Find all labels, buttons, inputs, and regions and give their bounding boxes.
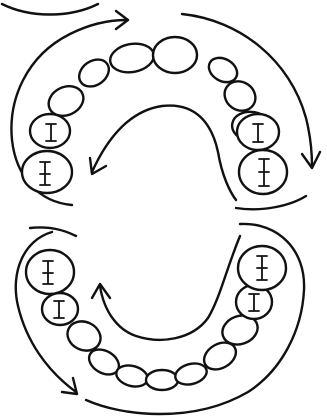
tooth-upper-left-molar-1: [30, 114, 70, 148]
tooth-upper-left-premolar-1: [74, 54, 114, 92]
tooth-upper-left-canine: [108, 40, 156, 75]
tooth-upper-left-incisor: [153, 37, 197, 73]
tooth-upper-left-molar-2: [22, 151, 72, 193]
upper-top-left-stroke: [2, 4, 98, 15]
tooth-lower-left-molar-1: [42, 293, 78, 325]
tooth-lower-left-incisor: [146, 370, 178, 390]
lower-arch: [16, 224, 304, 414]
upper-inner-curve: [92, 106, 236, 200]
tooth-lower-left-molar-2: [26, 250, 74, 294]
upper-arch: [2, 4, 320, 209]
lower-inner-curve: [100, 236, 240, 340]
upper-right-bottom-stroke: [236, 196, 306, 209]
tooth-lower-right-incisor: [173, 360, 209, 388]
